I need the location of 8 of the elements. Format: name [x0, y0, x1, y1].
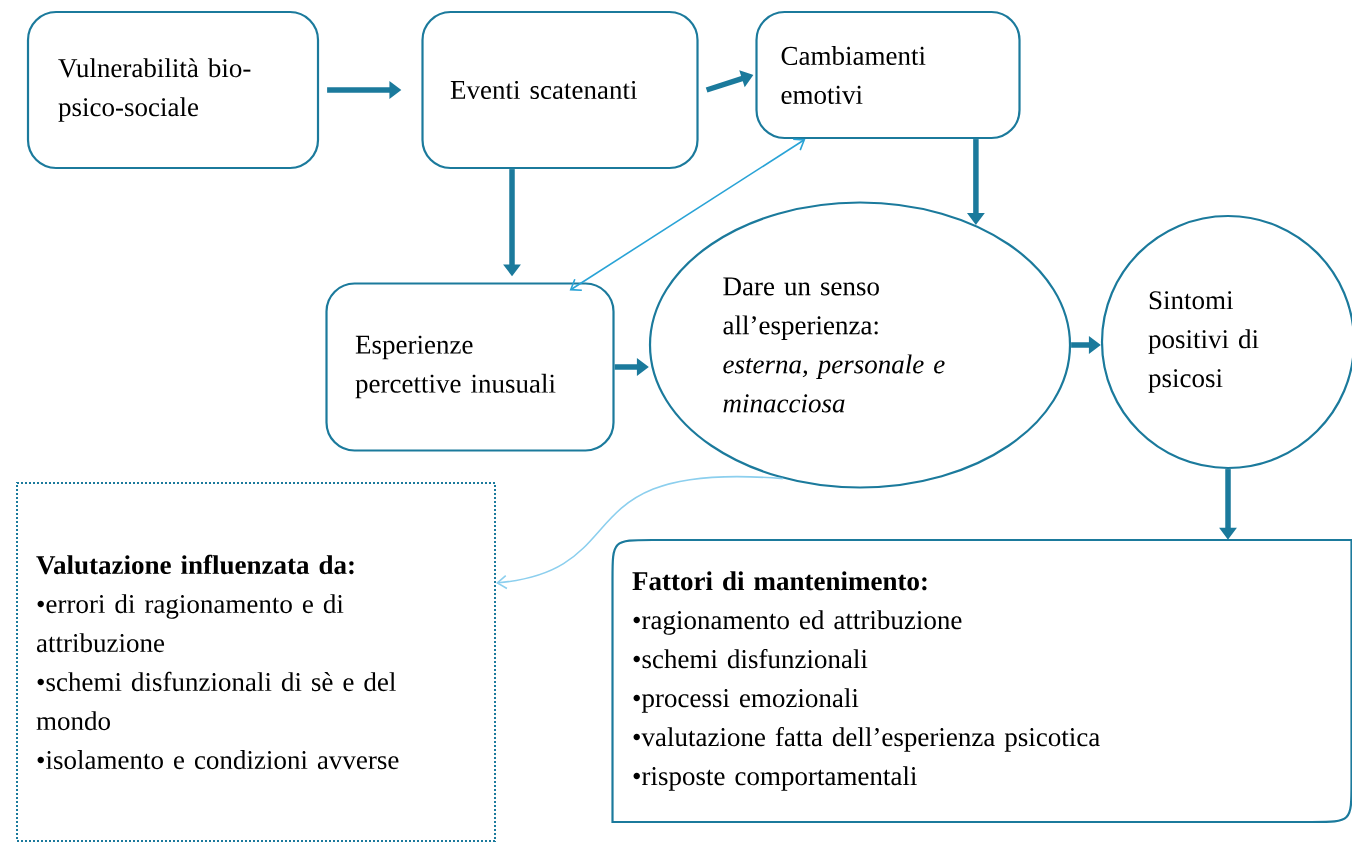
note-box: Valutazione influenzata da: •errori di ragionamento e di attribuzione •schemi disfunzionali di sè e del mondo •isolamento e condizioni avverse	[16, 482, 496, 842]
process-box: Eventi scatenanti	[421, 10, 699, 170]
process-box: Esperienze percettive inusuali	[325, 282, 615, 452]
process-box: Fattori di mantenimento: •ragionamento ed attribuzione •schemi disfunzionali •processi emozionali •valutazione fatta dell’esperienza psicotica •risposte comportamentali	[611, 538, 1352, 824]
arrow	[569, 138, 806, 292]
arrow	[496, 475, 784, 590]
process-box: Cambiamenti emotivi	[755, 10, 1021, 140]
process-box: Vulnerabilità bio-psico-sociale	[26, 10, 320, 170]
